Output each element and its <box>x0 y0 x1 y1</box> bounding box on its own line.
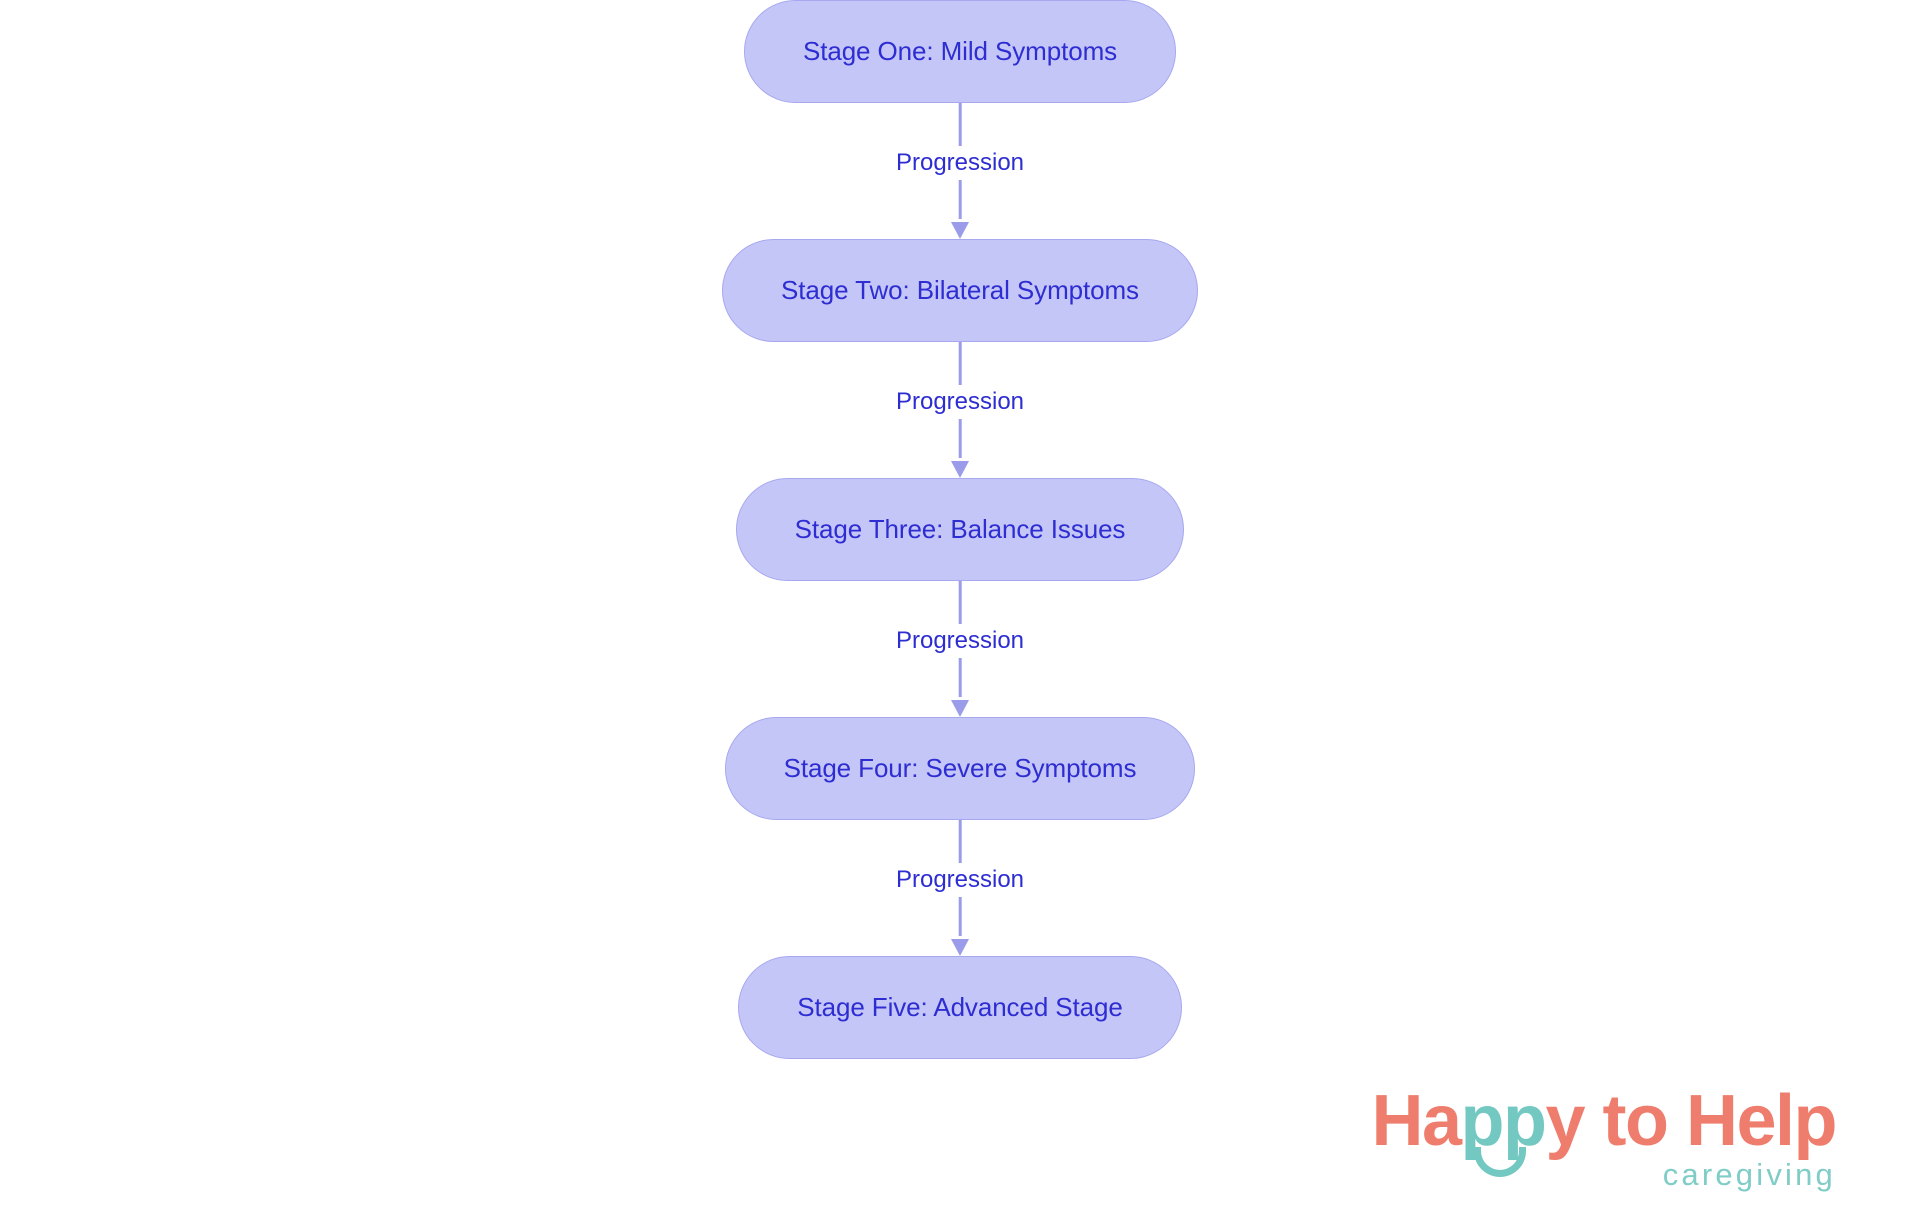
flow-node-label: Stage Four: Severe Symptoms <box>783 753 1137 783</box>
arrow-head-icon <box>951 222 969 239</box>
edge-label: Progression <box>886 385 1034 419</box>
logo-tagline: caregiving <box>1662 1157 1836 1192</box>
logo-word-part-1: Ha <box>1371 1080 1462 1161</box>
flow-node-label: Stage Five: Advanced Stage <box>797 992 1123 1022</box>
arrow-head-icon <box>951 461 969 478</box>
flow-edge-three-to-four: Progression <box>840 581 1080 717</box>
edge-label: Progression <box>886 624 1034 658</box>
edge-label: Progression <box>886 863 1034 897</box>
flow-node-label: Stage One: Mild Symptoms <box>802 36 1118 66</box>
flow-node-stage-two[interactable]: Stage Two: Bilateral Symptoms <box>722 239 1198 342</box>
logo-wordmark: Happy to Help <box>1366 1085 1837 1177</box>
flow-edge-one-to-two: Progression <box>840 103 1080 239</box>
flow-edge-two-to-three: Progression <box>840 342 1080 478</box>
flow-node-label: Stage Two: Bilateral Symptoms <box>781 275 1139 305</box>
logo-word-part-2: pp <box>1460 1080 1547 1161</box>
flow-node-label: Stage Three: Balance Issues <box>794 514 1126 544</box>
arrow-head-icon <box>951 700 969 717</box>
logo-word-part-3: y to Help <box>1545 1080 1837 1161</box>
flow-node-stage-one[interactable]: Stage One: Mild Symptoms <box>743 0 1177 103</box>
arrow-head-icon <box>951 939 969 956</box>
smile-arc-icon <box>1474 1146 1526 1177</box>
brand-logo: Happy to Help caregiving <box>1366 1085 1837 1193</box>
flow-edge-four-to-five: Progression <box>840 820 1080 956</box>
flowchart: Stage One: Mild Symptoms Progression Sta… <box>722 0 1198 1059</box>
flow-node-stage-five[interactable]: Stage Five: Advanced Stage <box>738 956 1182 1059</box>
flow-node-stage-three[interactable]: Stage Three: Balance Issues <box>735 478 1185 581</box>
flow-node-stage-four[interactable]: Stage Four: Severe Symptoms <box>724 717 1196 820</box>
edge-label: Progression <box>886 146 1034 180</box>
